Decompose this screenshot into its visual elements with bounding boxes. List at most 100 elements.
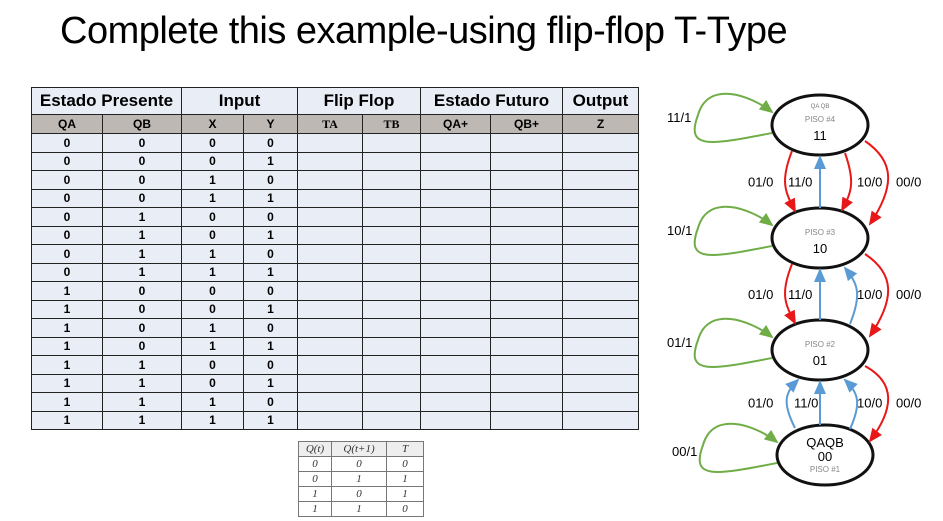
t-cell: 1: [386, 471, 424, 487]
empty-answer-cell[interactable]: [362, 207, 421, 227]
empty-answer-cell[interactable]: [490, 299, 563, 319]
empty-answer-cell[interactable]: [420, 151, 491, 171]
table-cell: 1: [181, 188, 244, 208]
empty-answer-cell[interactable]: [490, 355, 563, 375]
empty-answer-cell[interactable]: [297, 207, 363, 227]
empty-answer-cell[interactable]: [297, 281, 363, 301]
table-cell: 1: [181, 262, 244, 282]
empty-answer-cell[interactable]: [297, 336, 363, 356]
empty-answer-cell[interactable]: [297, 262, 363, 282]
empty-answer-cell[interactable]: [562, 151, 639, 171]
empty-answer-cell[interactable]: [562, 188, 639, 208]
empty-answer-cell[interactable]: [490, 207, 563, 227]
empty-answer-cell[interactable]: [297, 170, 363, 190]
empty-answer-cell[interactable]: [420, 299, 491, 319]
empty-answer-cell[interactable]: [562, 170, 639, 190]
empty-answer-cell[interactable]: [297, 133, 363, 153]
empty-answer-cell[interactable]: [490, 170, 563, 190]
empty-answer-cell[interactable]: [420, 244, 491, 264]
empty-answer-cell[interactable]: [562, 373, 639, 393]
empty-answer-cell[interactable]: [420, 355, 491, 375]
empty-answer-cell[interactable]: [490, 151, 563, 171]
empty-answer-cell[interactable]: [297, 392, 363, 412]
empty-answer-cell[interactable]: [490, 262, 563, 282]
empty-answer-cell[interactable]: [562, 225, 639, 245]
empty-answer-cell[interactable]: [362, 336, 421, 356]
table-cell: 0: [181, 225, 244, 245]
empty-answer-cell[interactable]: [420, 410, 491, 430]
table-cell: 1: [31, 318, 103, 338]
empty-answer-cell[interactable]: [562, 207, 639, 227]
empty-answer-cell[interactable]: [362, 410, 421, 430]
empty-answer-cell[interactable]: [490, 244, 563, 264]
empty-answer-cell[interactable]: [490, 318, 563, 338]
empty-answer-cell[interactable]: [420, 188, 491, 208]
empty-answer-cell[interactable]: [297, 299, 363, 319]
empty-answer-cell[interactable]: [490, 133, 563, 153]
empty-answer-cell[interactable]: [362, 373, 421, 393]
empty-answer-cell[interactable]: [562, 355, 639, 375]
empty-answer-cell[interactable]: [362, 244, 421, 264]
empty-answer-cell[interactable]: [562, 133, 639, 153]
empty-answer-cell[interactable]: [490, 188, 563, 208]
empty-answer-cell[interactable]: [420, 170, 491, 190]
t-cell: 1: [298, 486, 332, 502]
empty-answer-cell[interactable]: [562, 392, 639, 412]
t-cell: 0: [298, 471, 332, 487]
empty-answer-cell[interactable]: [297, 225, 363, 245]
transition-arrow: [864, 365, 890, 443]
empty-answer-cell[interactable]: [362, 355, 421, 375]
empty-answer-cell[interactable]: [362, 133, 421, 153]
empty-answer-cell[interactable]: [420, 207, 491, 227]
empty-answer-cell[interactable]: [297, 318, 363, 338]
table-cell: 0: [243, 281, 298, 301]
empty-answer-cell[interactable]: [420, 281, 491, 301]
empty-answer-cell[interactable]: [490, 336, 563, 356]
empty-answer-cell[interactable]: [362, 170, 421, 190]
empty-answer-cell[interactable]: [362, 188, 421, 208]
empty-answer-cell[interactable]: [490, 281, 563, 301]
empty-answer-cell[interactable]: [362, 318, 421, 338]
empty-answer-cell[interactable]: [420, 392, 491, 412]
empty-answer-cell[interactable]: [420, 133, 491, 153]
empty-answer-cell[interactable]: [362, 225, 421, 245]
empty-answer-cell[interactable]: [562, 299, 639, 319]
empty-answer-cell[interactable]: [297, 188, 363, 208]
empty-answer-cell[interactable]: [490, 410, 563, 430]
empty-answer-cell[interactable]: [297, 151, 363, 171]
t-cell: 1: [331, 471, 387, 487]
empty-answer-cell[interactable]: [297, 244, 363, 264]
empty-answer-cell[interactable]: [362, 151, 421, 171]
empty-answer-cell[interactable]: [490, 392, 563, 412]
empty-answer-cell[interactable]: [362, 281, 421, 301]
empty-answer-cell[interactable]: [562, 262, 639, 282]
empty-answer-cell[interactable]: [562, 336, 639, 356]
empty-answer-cell[interactable]: [420, 225, 491, 245]
table-cell: 1: [31, 392, 103, 412]
self-loop-arrow: [693, 317, 774, 368]
empty-answer-cell[interactable]: [297, 410, 363, 430]
empty-answer-cell[interactable]: [420, 373, 491, 393]
table-cell: 0: [243, 392, 298, 412]
column-header: Y: [243, 114, 298, 134]
empty-answer-cell[interactable]: [297, 355, 363, 375]
empty-answer-cell[interactable]: [362, 262, 421, 282]
empty-answer-cell[interactable]: [362, 299, 421, 319]
self-loop-label: 01/1: [667, 335, 692, 350]
empty-answer-cell[interactable]: [420, 262, 491, 282]
table-cell: 0: [31, 262, 103, 282]
empty-answer-cell[interactable]: [562, 318, 639, 338]
empty-answer-cell[interactable]: [490, 373, 563, 393]
transition-label: 01/0: [748, 175, 773, 190]
empty-answer-cell[interactable]: [297, 373, 363, 393]
empty-answer-cell[interactable]: [420, 318, 491, 338]
empty-answer-cell[interactable]: [490, 225, 563, 245]
empty-answer-cell[interactable]: [562, 281, 639, 301]
empty-answer-cell[interactable]: [562, 410, 639, 430]
empty-answer-cell[interactable]: [420, 336, 491, 356]
state-code: 00: [818, 449, 832, 464]
empty-answer-cell[interactable]: [562, 244, 639, 264]
empty-answer-cell[interactable]: [362, 392, 421, 412]
